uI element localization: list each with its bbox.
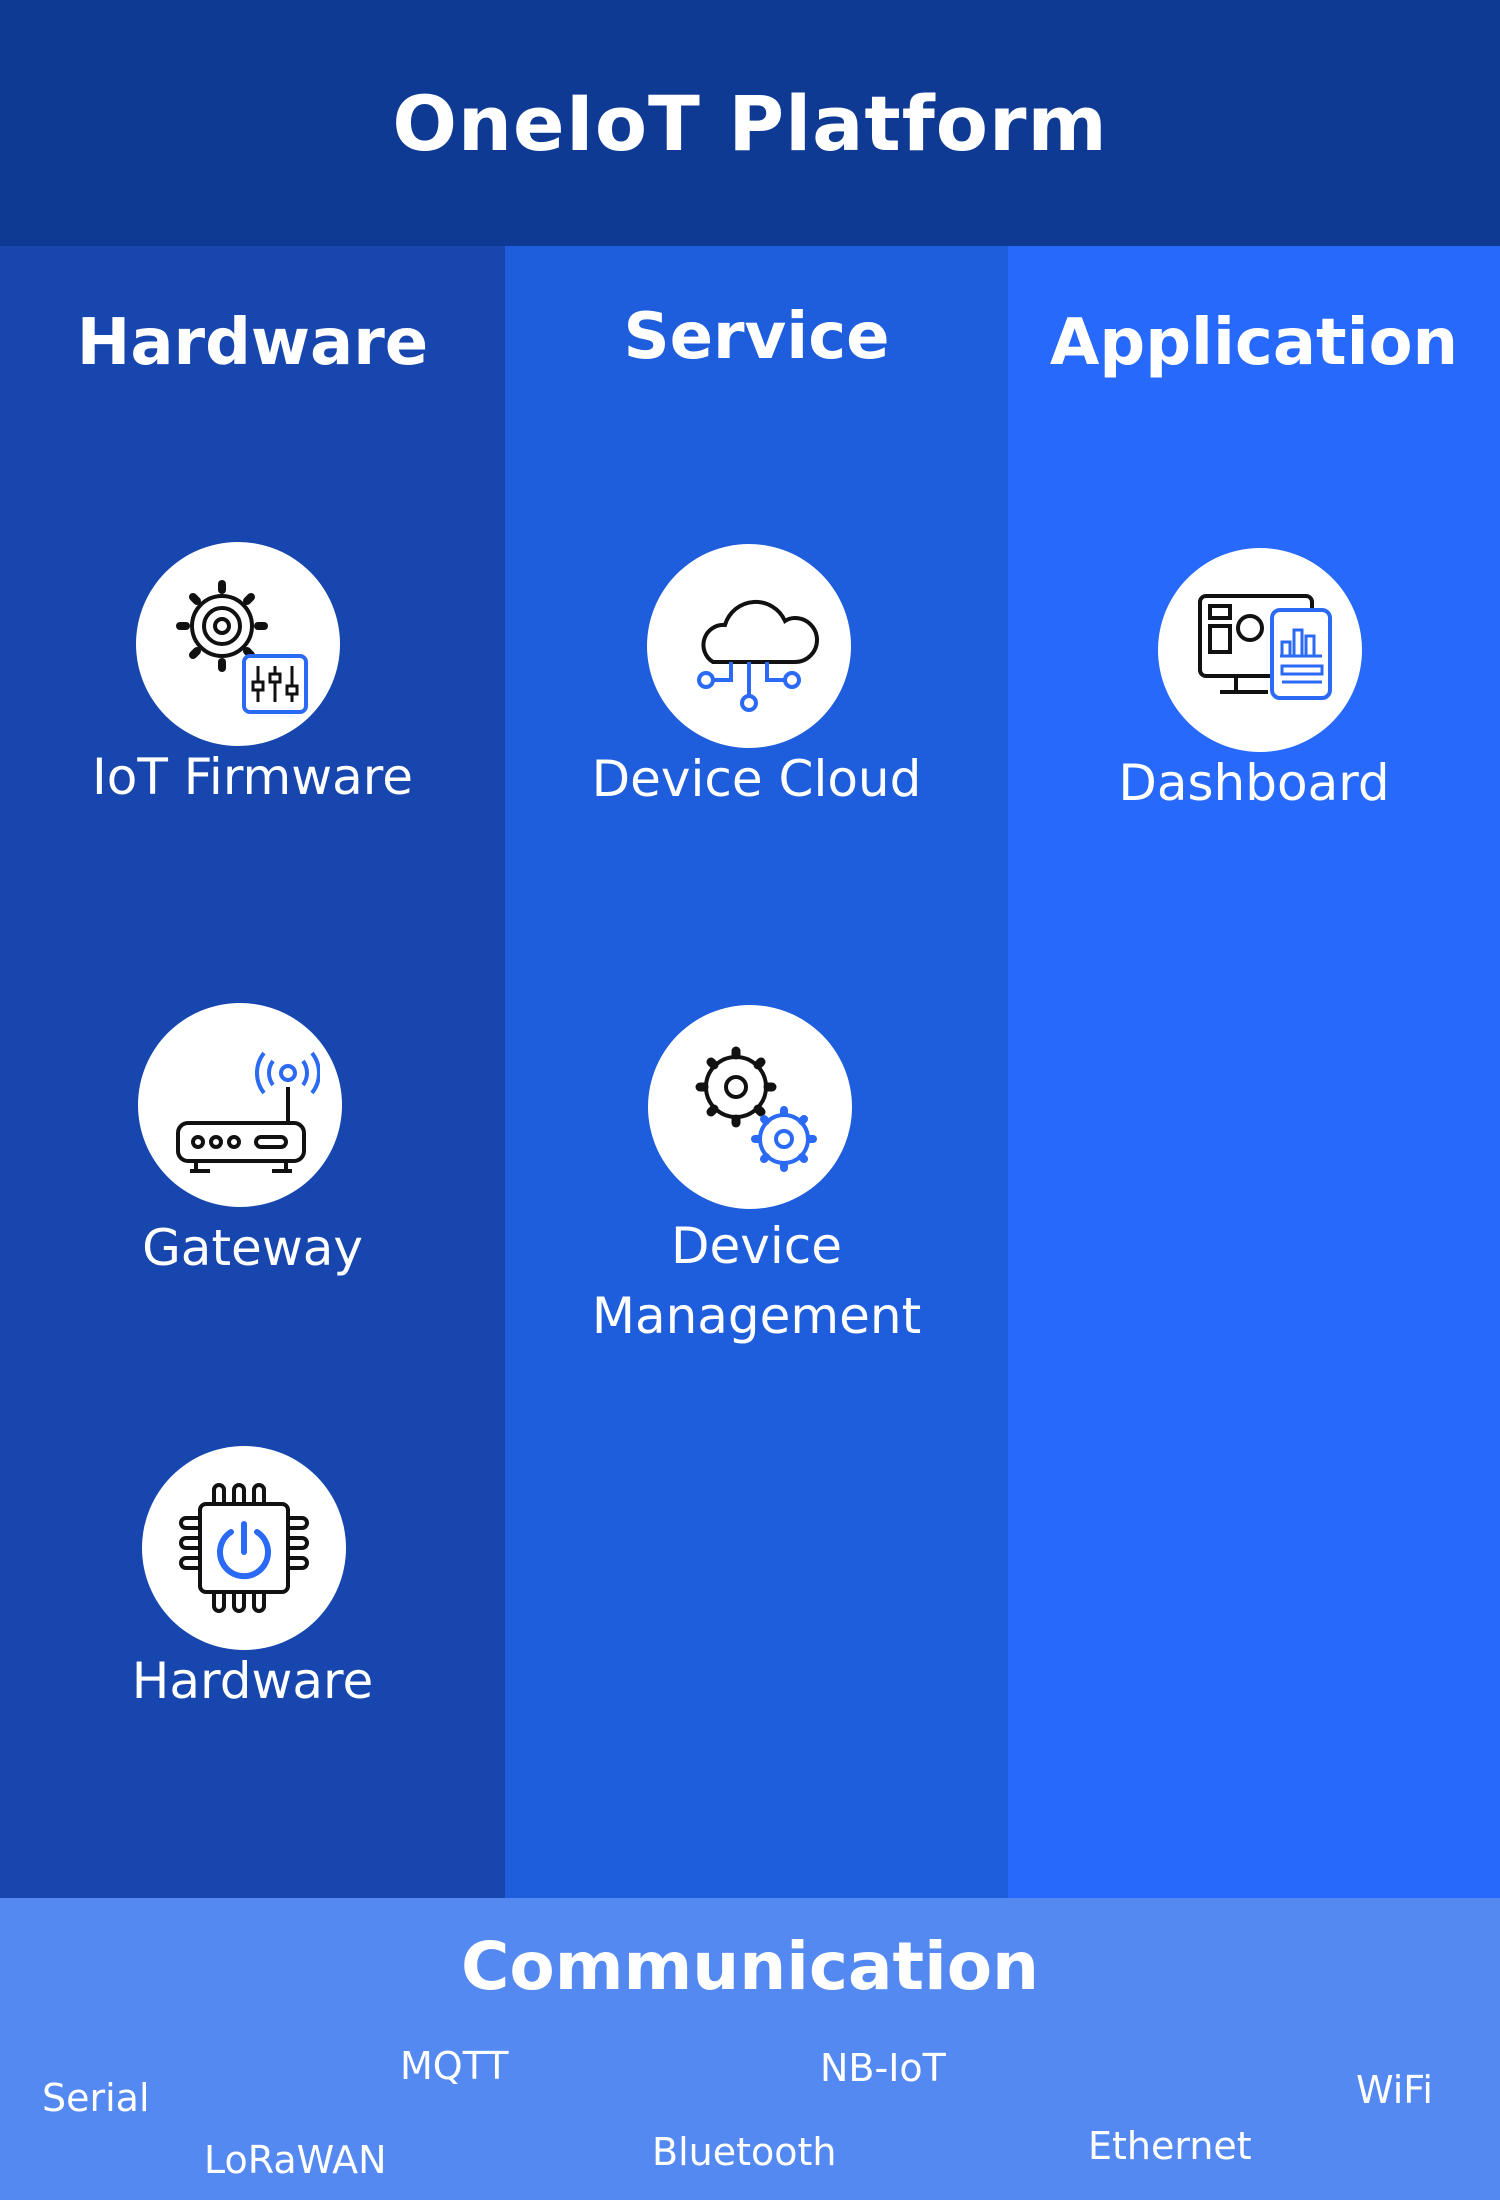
protocol-serial: Serial	[42, 2076, 150, 2120]
hardware-column-title: Hardware	[76, 306, 429, 380]
item-iot-firmware[interactable]: IoT Firmware	[0, 542, 505, 862]
protocol-lorawan: LoRaWAN	[204, 2138, 387, 2182]
item-gateway[interactable]: Gateway	[0, 1003, 505, 1323]
item-label: Gateway	[142, 1219, 363, 1277]
item-label: Dashboard	[1118, 754, 1390, 812]
item-label: Device Management	[591, 1217, 922, 1345]
firmware-gear-icon	[136, 542, 340, 746]
protocol-mqtt: MQTT	[400, 2044, 509, 2088]
header: OneIoT Platform	[0, 0, 1500, 246]
item-device-management[interactable]: Device Management	[505, 1005, 1008, 1385]
item-label: Device Cloud	[591, 750, 922, 808]
service-column-title: Service	[623, 300, 890, 374]
service-column: Service Device Cloud	[505, 246, 1008, 1898]
item-device-cloud[interactable]: Device Cloud	[505, 544, 1008, 864]
dashboard-icon	[1158, 548, 1362, 752]
application-column-title: Application	[1049, 306, 1459, 380]
gears-icon	[648, 1005, 852, 1209]
protocol-bluetooth: Bluetooth	[652, 2130, 837, 2174]
protocol-ethernet: Ethernet	[1088, 2124, 1252, 2168]
item-label: Hardware	[131, 1652, 374, 1710]
item-dashboard[interactable]: Dashboard	[1008, 548, 1500, 868]
router-icon	[138, 1003, 342, 1207]
page-title: OneIoT Platform	[392, 78, 1108, 168]
communication-section: Communication Serial MQTT LoRaWAN NB-IoT…	[0, 1898, 1500, 2200]
application-column: Application Dashboard	[1008, 246, 1500, 1898]
protocol-wifi: WiFi	[1356, 2068, 1433, 2112]
communication-title: Communication	[460, 1928, 1040, 2005]
item-label: IoT Firmware	[92, 748, 413, 806]
protocol-nb-iot: NB-IoT	[820, 2046, 946, 2090]
chip-icon	[142, 1446, 346, 1650]
hardware-column: Hardware	[0, 246, 505, 1898]
cloud-icon	[647, 544, 851, 748]
item-hardware[interactable]: Hardware	[0, 1446, 505, 1766]
